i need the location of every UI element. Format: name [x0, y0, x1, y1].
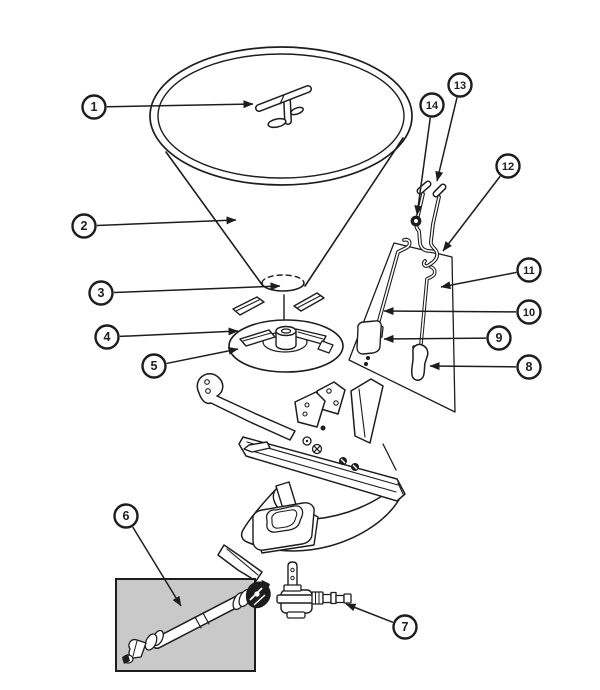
frame-bracket-front: [294, 391, 326, 428]
callout-11: 11: [440, 257, 542, 290]
callout-badge-2: [71, 213, 97, 239]
cone-right-edge: [304, 137, 404, 287]
callout-badge-11: [516, 257, 542, 283]
callout-badge-10: [516, 299, 542, 325]
callout-number-1: 1: [91, 100, 98, 114]
callout-arrow-3: [113, 282, 281, 294]
callout-arrow-2: [96, 216, 237, 227]
hopper-cone: [149, 46, 413, 292]
callout-14: 14: [414, 92, 445, 216]
frame: [196, 372, 406, 582]
lever-12: [421, 183, 447, 268]
callout-number-5: 5: [151, 359, 158, 373]
disc-vane-small: [317, 340, 334, 354]
callout-number-9: 9: [496, 331, 503, 345]
callout-arrow-14: [414, 117, 432, 216]
deflector-rod-11: [412, 265, 437, 351]
callout-arrow-7: [345, 603, 394, 624]
callout-5: 5: [141, 346, 239, 379]
callout-2: 2: [71, 213, 237, 239]
callout-number-3: 3: [98, 286, 105, 300]
cone-left-edge: [165, 151, 264, 287]
callout-number-10: 10: [523, 307, 535, 319]
deflector-8: [410, 343, 429, 381]
agitator-loop: [267, 117, 287, 129]
callout-10: 10: [383, 299, 542, 325]
callout-number-6: 6: [123, 509, 130, 523]
frame-skid: [217, 544, 263, 582]
callout-number-11: 11: [523, 265, 535, 277]
callout-8: 8: [429, 354, 542, 380]
callout-badge-8: [516, 354, 542, 380]
callout-number-4: 4: [104, 330, 111, 344]
spinner-vanes-loose: [232, 292, 325, 316]
callout-1: 1: [81, 94, 254, 120]
agitator: [255, 85, 312, 129]
lever-assembly: [348, 180, 456, 413]
callout-arrow-12: [442, 175, 501, 252]
frame-spike: [243, 441, 271, 453]
callout-arrow-5: [166, 346, 239, 365]
agitator-ear: [290, 106, 304, 116]
callout-arrow-8: [429, 362, 517, 371]
callout-number-7: 7: [402, 620, 409, 634]
callout-badge-4: [94, 324, 120, 350]
callout-arrow-1: [106, 100, 254, 109]
grommet-14: [410, 215, 422, 227]
callout-badge-3: [88, 280, 114, 306]
callout-number-12: 12: [502, 161, 514, 173]
callout-badge-14: [419, 92, 445, 118]
callout-9: 9: [383, 325, 512, 351]
slot-plate: [252, 502, 319, 554]
callout-6: 6: [113, 503, 182, 607]
callout-badge-5: [141, 353, 167, 379]
callout-arrow-4: [119, 327, 239, 338]
spinner-hub: [275, 325, 297, 351]
callout-number-2: 2: [81, 219, 88, 233]
callout-arrow-13: [435, 97, 458, 182]
callout-12: 12: [442, 153, 521, 252]
callout-13: 13: [435, 72, 473, 182]
callout-arrow-9: [383, 334, 487, 343]
gearbox-output-shaft: [311, 591, 352, 605]
flow-gate-9: [356, 320, 384, 366]
callout-badge-12: [495, 153, 521, 179]
callout-badge-9: [486, 325, 512, 351]
callout-4: 4: [94, 324, 239, 350]
callout-badge-1: [81, 94, 107, 120]
spinner-assembly: [228, 292, 344, 373]
frame-channel: [238, 436, 406, 502]
callout-arrow-11: [440, 271, 517, 290]
callout-number-13: 13: [454, 80, 466, 92]
frame-mount-arm: [196, 372, 296, 441]
frame-fin: [350, 378, 384, 444]
callout-number-14: 14: [426, 100, 439, 112]
callout-number-8: 8: [526, 360, 533, 374]
gearbox: [276, 561, 352, 619]
callout-arrow-10: [383, 307, 517, 316]
gearbox-input-shaft: [287, 561, 298, 589]
spinner-disc: [228, 319, 344, 373]
callout-7: 7: [345, 603, 418, 640]
callout-3: 3: [88, 280, 281, 306]
callout-badge-6: [113, 503, 139, 529]
pto-shaft: [122, 580, 271, 664]
hopper-outlet: [261, 274, 305, 292]
callout-arrow-6: [132, 526, 182, 607]
callout-badge-7: [392, 614, 418, 640]
pto-inset-box: [115, 578, 271, 672]
callout-badge-13: [447, 72, 473, 98]
